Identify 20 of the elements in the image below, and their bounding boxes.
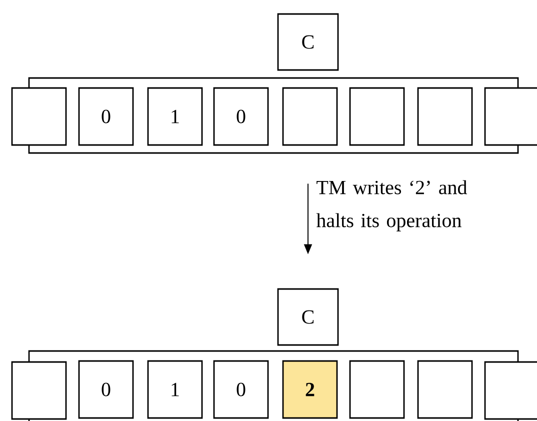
- tape-cell: 1: [147, 360, 203, 419]
- tape-cell: 0: [78, 360, 134, 419]
- tape-cell: [11, 361, 67, 420]
- head-box: C: [277, 288, 339, 346]
- tape-cell: 2: [282, 360, 338, 419]
- tape-cell: [11, 87, 67, 146]
- tape-cell: [282, 87, 338, 146]
- edge-label: TM writes ‘2’ and halts its operation: [316, 180, 468, 232]
- tape-frame: [28, 77, 519, 154]
- tape-cell: 1: [147, 87, 203, 146]
- tape-cell: 0: [213, 360, 269, 419]
- tape-cell: 0: [213, 87, 269, 146]
- tape-cell: [484, 87, 537, 146]
- head-box: C: [277, 13, 339, 71]
- tape-cell: [349, 87, 405, 146]
- tape-cell: [349, 360, 405, 419]
- tape-cell: [417, 87, 473, 146]
- tape-cell: 0: [78, 87, 134, 146]
- tape-cell: [417, 360, 473, 419]
- tape-cell: [484, 361, 537, 420]
